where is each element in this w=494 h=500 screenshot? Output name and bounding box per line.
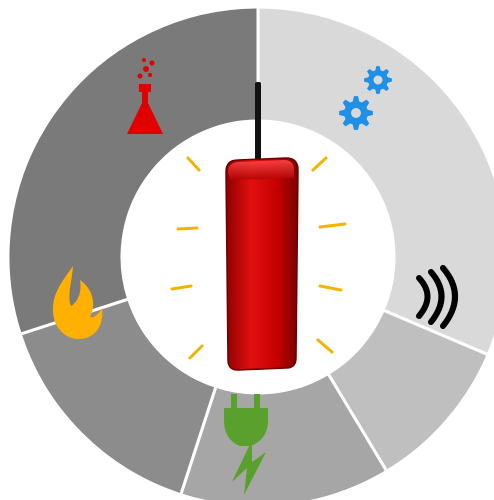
device-top (228, 160, 294, 180)
device-body (226, 158, 298, 370)
glow-ray (178, 228, 197, 229)
